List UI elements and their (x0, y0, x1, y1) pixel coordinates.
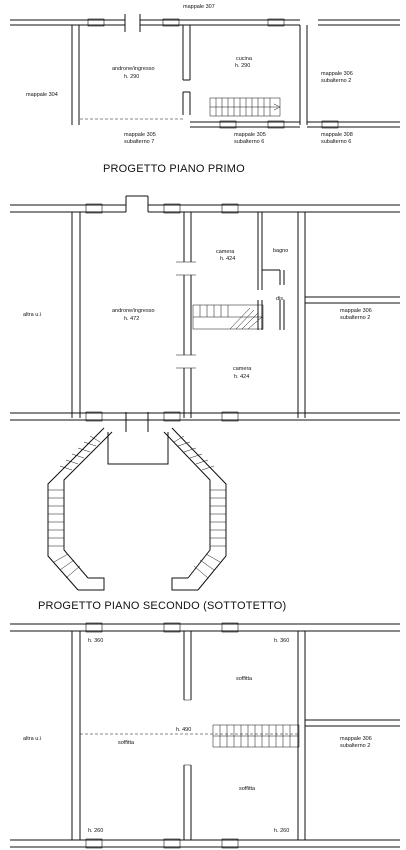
label-soffitta-top-right: soffitta (236, 676, 253, 682)
label-height-center: h. 490 (176, 727, 191, 733)
label-mappale-306-1: mappale 306 (340, 308, 372, 314)
ground-floor-plan (10, 14, 400, 129)
label-mappale-306-2: mappale 306 (340, 736, 372, 742)
label-height-bottom-left: h. 260 (88, 828, 103, 834)
label-camera-2-height: h. 424 (234, 374, 249, 380)
label-altra-ui-2: altra u.i (23, 736, 41, 742)
label-mappale-305-a: mappale 305 (124, 132, 156, 138)
label-soffitta-left: soffitta (118, 740, 135, 746)
label-subalterno-6-b: subalterno 6 (321, 139, 351, 145)
label-subalterno-6-a: subalterno 6 (234, 139, 264, 145)
label-height-bottom-right: h. 260 (274, 828, 289, 834)
label-cucina: cucina (236, 56, 253, 62)
label-subalterno-2: subalterno 2 (321, 78, 351, 84)
label-height-top-right: h. 360 (274, 638, 289, 644)
second-floor-plan (10, 622, 400, 849)
label-androne-1-height: h. 472 (124, 316, 139, 322)
label-subalterno-2-2: subalterno 2 (340, 743, 370, 749)
label-dis: dis. (276, 296, 285, 302)
title-floor-1: PROGETTO PIANO PRIMO (103, 163, 245, 175)
label-soffitta-bottom-right: soffitta (239, 786, 256, 792)
external-staircase (47, 427, 227, 591)
label-altra-ui-1: altra u.i (23, 312, 41, 318)
label-camera-2: camera (233, 366, 252, 372)
label-mappale-306: mappale 306 (321, 71, 353, 77)
label-androne-1: androne/ingresso (112, 308, 155, 314)
label-androne-height: h. 290 (124, 74, 139, 80)
label-androne: androne/ingresso (112, 66, 155, 72)
label-subalterno-2-1: subalterno 2 (340, 315, 370, 321)
label-camera-1: camera (216, 249, 235, 255)
label-mappale-304: mappale 304 (26, 92, 58, 98)
label-mappale-308: mappale 308 (321, 132, 353, 138)
label-mappale-305-b: mappale 305 (234, 132, 266, 138)
title-floor-2: PROGETTO PIANO SECONDO (SOTTOTETTO) (38, 600, 286, 612)
label-mappale-307: mappale 307 (183, 4, 215, 10)
label-subalterno-7: subalterno 7 (124, 139, 154, 145)
label-cucina-height: h. 290 (235, 63, 250, 69)
label-camera-1-height: h. 424 (220, 256, 235, 262)
label-bagno: bagno (273, 248, 288, 254)
first-floor-plan (10, 195, 400, 432)
label-height-top-left: h. 360 (88, 638, 103, 644)
